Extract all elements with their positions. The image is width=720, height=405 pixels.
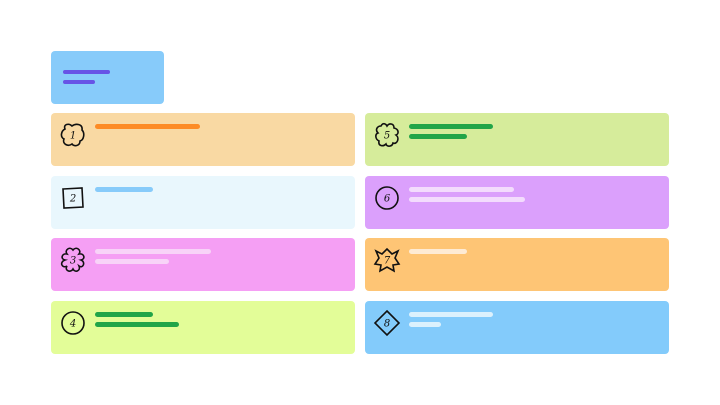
card-number: 2	[69, 194, 76, 205]
card-text-line	[95, 259, 169, 264]
card-number: 8	[384, 319, 390, 330]
header-line	[63, 70, 110, 74]
card-text-line	[409, 249, 467, 254]
square-icon: 2	[58, 183, 88, 213]
card-text-line	[409, 322, 441, 327]
card-number: 3	[70, 256, 76, 267]
card-text-line	[409, 197, 525, 202]
card-2[interactable]: 2	[51, 176, 355, 229]
card-7[interactable]: 7	[365, 238, 669, 291]
burst-icon: 7	[372, 245, 402, 275]
card-number: 7	[384, 256, 391, 267]
card-3[interactable]: 3	[51, 238, 355, 291]
card-number: 5	[384, 131, 390, 142]
diamond-icon: 8	[372, 308, 402, 338]
card-1[interactable]: 1	[51, 113, 355, 166]
card-text-line	[409, 312, 493, 317]
header-line	[63, 80, 95, 84]
card-4[interactable]: 4	[51, 301, 355, 354]
card-5[interactable]: 5	[365, 113, 669, 166]
blob-icon: 1	[58, 120, 88, 150]
header-card	[51, 51, 164, 104]
card-text-line	[409, 134, 467, 139]
clover-icon: 5	[372, 120, 402, 150]
card-6[interactable]: 6	[365, 176, 669, 229]
card-number: 6	[384, 194, 391, 205]
card-number: 1	[70, 131, 76, 142]
circle-icon: 4	[58, 308, 88, 338]
card-text-line	[95, 312, 153, 317]
card-text-line	[409, 187, 514, 192]
card-8[interactable]: 8	[365, 301, 669, 354]
circle-icon: 6	[372, 183, 402, 213]
card-text-line	[95, 187, 153, 192]
flower-icon: 3	[58, 245, 88, 275]
card-text-line	[95, 124, 200, 129]
card-text-line	[95, 249, 211, 254]
card-number: 4	[69, 319, 76, 330]
card-text-line	[409, 124, 493, 129]
card-text-line	[95, 322, 179, 327]
